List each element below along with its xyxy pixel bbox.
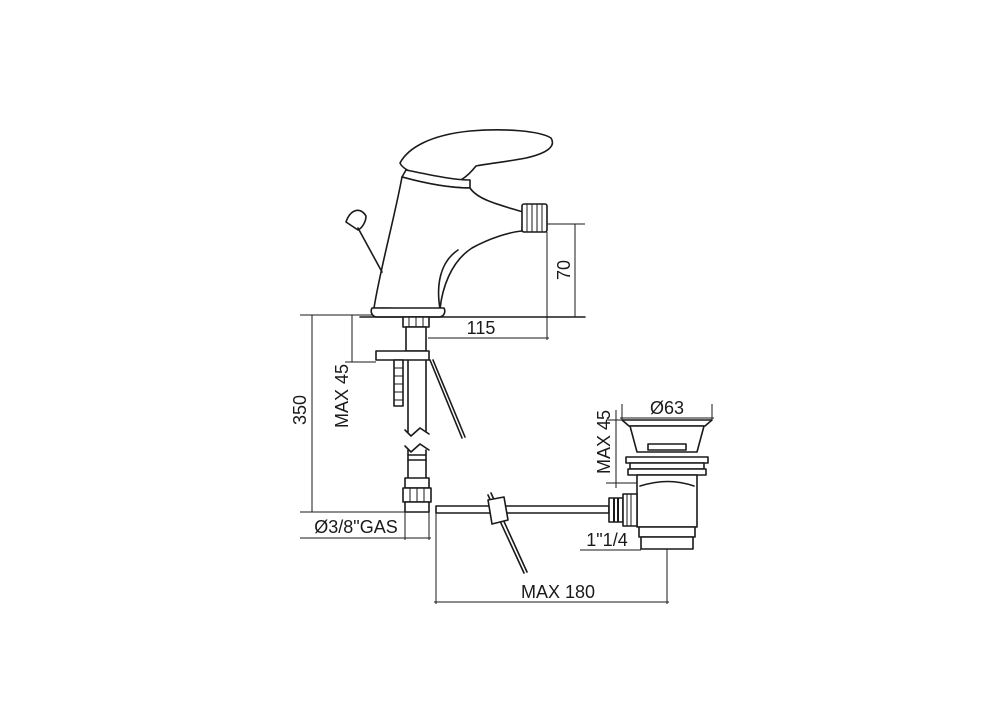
- linkage-rod: [435, 505, 610, 514]
- flexible-hose: [407, 359, 427, 433]
- dimension-lines: [300, 223, 714, 604]
- faucet-body: [345, 129, 554, 318]
- dim-waste-height: MAX 45: [594, 410, 614, 474]
- spout-contour: [437, 249, 459, 310]
- dim-waste-diameter: Ø63: [650, 398, 684, 418]
- pop-up-knob: [345, 209, 367, 231]
- spout-outlet: [521, 203, 548, 233]
- base-flange: [370, 307, 446, 318]
- fixing-washer: [375, 350, 430, 361]
- dim-spout-height: 70: [554, 260, 574, 280]
- dim-inlet-thread: Ø3/8"GAS: [314, 517, 397, 537]
- pop-up-waste: [435, 419, 713, 574]
- swivel-nut: [608, 497, 624, 523]
- fixing-stud: [405, 326, 427, 352]
- waste-flange: [621, 419, 713, 427]
- dim-deck-thickness: MAX 45: [332, 364, 352, 428]
- threaded-stud: [393, 359, 404, 407]
- waste-body: [636, 474, 698, 528]
- mixer-body: [373, 176, 524, 310]
- under-deck-fixings: [375, 316, 466, 513]
- pop-up-rod-top: [357, 227, 383, 273]
- dim-spout-reach: 115: [467, 318, 496, 338]
- waste-tail: [638, 526, 696, 538]
- hose-connector: [404, 477, 430, 489]
- waste-lock-ring: [625, 456, 709, 464]
- dim-pop-up-rod-length: MAX 180: [521, 582, 595, 602]
- rod-clip: [487, 496, 509, 525]
- dim-total-height: 350: [290, 395, 310, 425]
- dim-waste-thread: 1"1/4: [586, 530, 627, 550]
- pop-up-rod-lower: [429, 359, 463, 439]
